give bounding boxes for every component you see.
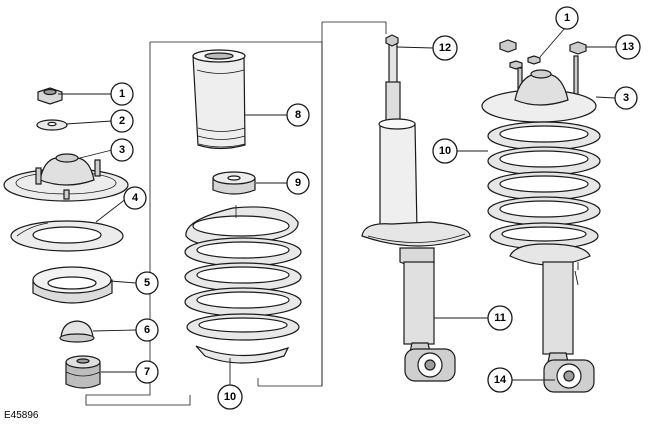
- svg-text:8: 8: [295, 109, 301, 121]
- leader-lines: [58, 27, 617, 385]
- nut-part: [37, 87, 63, 105]
- callout-1-assembly: 1: [555, 6, 579, 30]
- bump-stop-cap-part: [59, 320, 95, 343]
- callout-3-assembly: 3: [614, 86, 638, 110]
- callout-6: 6: [135, 318, 159, 342]
- figure-code: E45896: [4, 410, 39, 421]
- spring-isolator-part: [10, 220, 124, 252]
- svg-text:13: 13: [622, 41, 634, 53]
- callout-14: 14: [487, 367, 513, 393]
- callout-2: 2: [110, 109, 134, 133]
- callout-10-spring: 10: [217, 384, 243, 410]
- svg-text:3: 3: [623, 92, 629, 104]
- strut-assembly-part: [481, 39, 601, 393]
- washer-part: [36, 119, 68, 131]
- svg-text:2: 2: [119, 115, 125, 127]
- svg-text:1: 1: [564, 12, 570, 24]
- top-mount-plate-part: [3, 153, 129, 202]
- rubber-bush-part: [65, 355, 101, 389]
- callout-5: 5: [135, 271, 159, 295]
- callout-10-assembly: 10: [432, 138, 458, 164]
- svg-text:9: 9: [295, 177, 301, 189]
- svg-text:14: 14: [494, 374, 507, 386]
- callout-4: 4: [123, 186, 147, 210]
- callout-13: 13: [615, 34, 641, 60]
- bump-stop-part: [212, 171, 256, 195]
- callout-8: 8: [286, 103, 310, 127]
- spring-seat-part: [32, 266, 113, 304]
- callout-11: 11: [487, 305, 513, 331]
- svg-text:7: 7: [144, 366, 150, 378]
- svg-text:10: 10: [439, 145, 451, 157]
- svg-text:1: 1: [119, 88, 125, 100]
- shock-absorber-part: [361, 34, 471, 382]
- svg-text:3: 3: [119, 144, 125, 156]
- callout-3: 3: [110, 138, 134, 162]
- coil-spring-part: [184, 205, 302, 364]
- callout-12: 12: [432, 35, 458, 61]
- svg-text:4: 4: [132, 192, 139, 204]
- dust-boot-part: [192, 49, 246, 150]
- svg-text:5: 5: [144, 277, 150, 289]
- svg-text:10: 10: [224, 391, 236, 403]
- callout-1: 1: [110, 82, 134, 106]
- callout-9: 9: [286, 171, 310, 195]
- callout-7: 7: [135, 360, 159, 384]
- svg-text:11: 11: [494, 312, 506, 324]
- svg-text:6: 6: [144, 324, 150, 336]
- svg-text:12: 12: [439, 42, 451, 54]
